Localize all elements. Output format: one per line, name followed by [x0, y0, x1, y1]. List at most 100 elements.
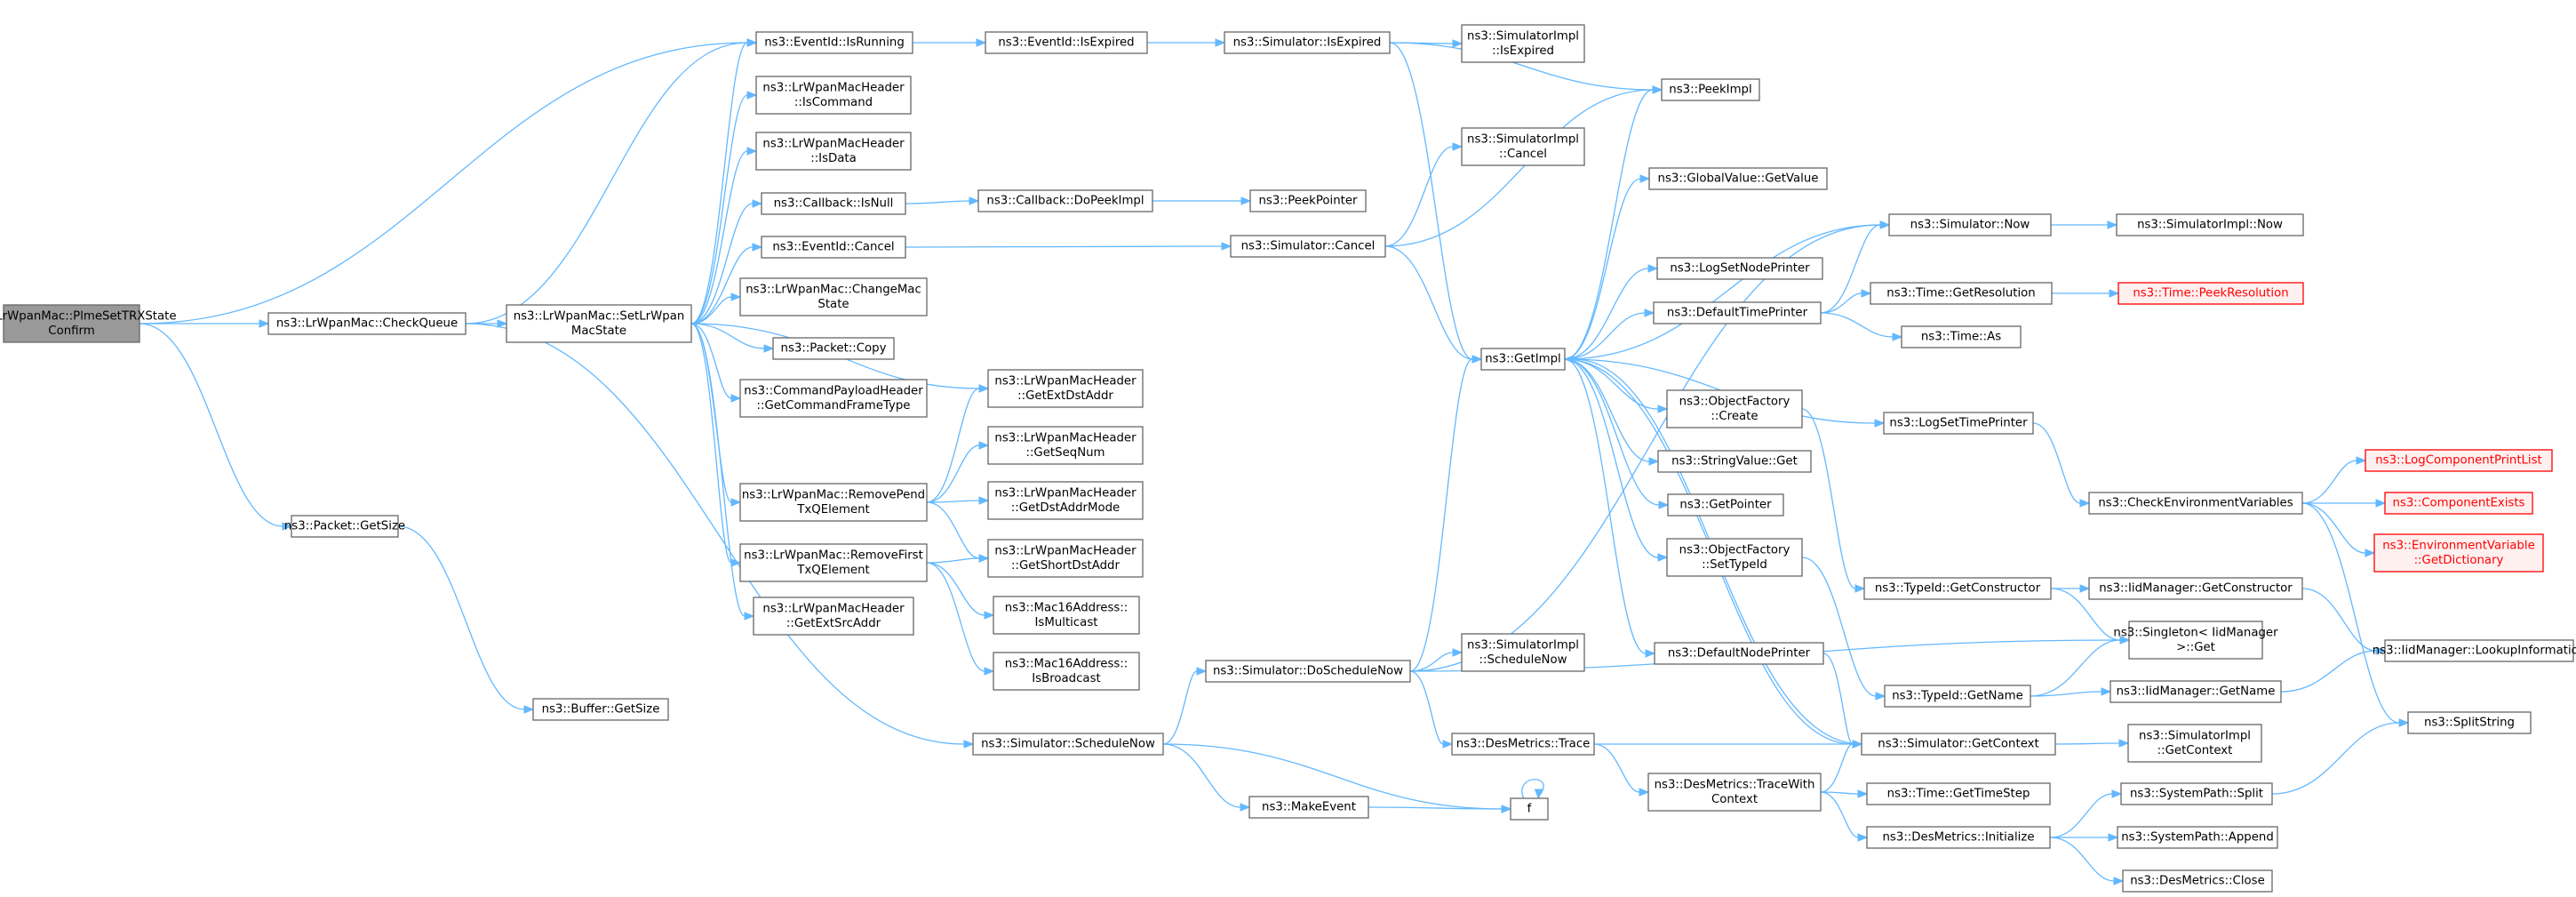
node-box [2384, 639, 2574, 662]
node-label: ns3::PeekPointer [1258, 195, 1358, 208]
node-label: ns3::Time::As [1921, 331, 2001, 344]
node-box [739, 379, 928, 418]
node-label: ::GetExtDstAddr [1017, 389, 1113, 403]
node-ns3-simulator-doschedulenow[interactable]: ns3::Simulator::DoScheduleNow [1205, 660, 1411, 683]
node-ns3-iidmanager-lookupinformation[interactable]: ns3::IidManager::LookupInformation [2373, 639, 2576, 662]
node-ns3-lrwpanmacheader-getdstaddrmode[interactable]: ns3::LrWpanMacHeader::GetDstAddrMode [987, 481, 1144, 520]
node-ns3-peekpointer[interactable]: ns3::PeekPointer [1249, 189, 1367, 212]
node-ns3-eventid-isrunning[interactable]: ns3::EventId::IsRunning [755, 31, 913, 54]
node-ns3-mac16address-ismulticast[interactable]: ns3::Mac16Address::IsMulticast [993, 596, 1140, 635]
node-ns3-lrwpanmacheader-iscommand[interactable]: ns3::LrWpanMacHeader::IsCommand [755, 76, 912, 115]
node-label: ns3::TypeId::GetName [1892, 690, 2023, 703]
node-label: ns3::LrWpanMac::RemoveFirst [744, 549, 923, 562]
node-ns3-lrwpanmacheader-getseqnum[interactable]: ns3::LrWpanMacHeader::GetSeqNum [987, 426, 1144, 465]
edge-getImpl-to-gvGetValue [1564, 174, 1651, 360]
node-ns3-defaulttimeprinter[interactable]: ns3::DefaultTimePrinter [1653, 301, 1822, 324]
node-ns3-typeid-getname[interactable]: ns3::TypeId::GetName [1884, 685, 2031, 708]
node-ns3-lrwpanmacheader-getextdstaddr[interactable]: ns3::LrWpanMacHeader::GetExtDstAddr [987, 369, 1144, 408]
node-ns3-splitstring[interactable]: ns3::SplitString [2407, 711, 2532, 734]
node-ns3-objectfactory-settypeid[interactable]: ns3::ObjectFactory::SetTypeId [1666, 538, 1803, 577]
node-ns3-simulatorimpl-now[interactable]: ns3::SimulatorImpl::Now [2116, 213, 2304, 236]
node-ns3-lrwpanmacheader-isdata[interactable]: ns3::LrWpanMacHeader::IsData [755, 132, 912, 171]
node-label: ns3::SimulatorImpl [1467, 638, 1579, 652]
node-ns3-simulatorimpl-schedulenow[interactable]: ns3::SimulatorImpl::ScheduleNow [1461, 633, 1585, 672]
node-ns3-packet-copy[interactable]: ns3::Packet::Copy [772, 337, 895, 360]
node-ns3-environmentvariable-getdictionary[interactable]: ns3::EnvironmentVariable::GetDictionary [2373, 533, 2544, 573]
node-ns3-time-gettimestep[interactable]: ns3::Time::GetTimeStep [1866, 782, 2051, 805]
node-ns3-simulator-getcontext[interactable]: ns3::Simulator::GetContext [1861, 733, 2056, 756]
node-ns3-componentexists[interactable]: ns3::ComponentExists [2384, 492, 2533, 515]
node-label: ns3::LrWpanMacHeader [994, 486, 1136, 500]
node-ns3-defaultnodeprinter[interactable]: ns3::DefaultNodePrinter [1654, 642, 1824, 665]
node-ns3-packet-getsize[interactable]: ns3::Packet::GetSize [284, 515, 405, 538]
node-box [2373, 533, 2544, 573]
node-label: ns3::Time::PeekResolution [2133, 287, 2288, 300]
node-ns3-eventid-isexpired[interactable]: ns3::EventId::IsExpired [985, 31, 1148, 54]
node-ns3-iidmanager-getname[interactable]: ns3::IidManager::GetName [2109, 680, 2282, 703]
node-label: ns3::DefaultTimePrinter [1667, 307, 1808, 320]
node-ns3-simulatorimpl-cancel[interactable]: ns3::SimulatorImpl::Cancel [1461, 127, 1585, 166]
node-ns3-stringvalue-get[interactable]: ns3::StringValue::Get [1657, 450, 1812, 473]
node-ns3-getimpl[interactable]: ns3::GetImpl [1480, 348, 1566, 371]
node-ns3-simulator-schedulenow[interactable]: ns3::Simulator::ScheduleNow [972, 733, 1164, 756]
node-box [1461, 633, 1585, 672]
edge-defTimePrinter-to-simNow [1820, 220, 1891, 314]
node-box [1647, 773, 1822, 812]
edge-simCancel-to-getImpl [1384, 245, 1483, 364]
node-ns3-commandpayloadheader-getcommandframetype[interactable]: ns3::CommandPayloadHeader::GetCommandFra… [739, 379, 928, 418]
node-ns3-typeid-getconstructor[interactable]: ns3::TypeId::GetConstructor [1863, 577, 2052, 600]
node-f[interactable]: f [1510, 797, 1549, 821]
node-label: ns3::LrWpanMac::SetLrWpan [514, 309, 685, 323]
node-ns3-desmetrics-close[interactable]: ns3::DesMetrics::Close [2122, 869, 2273, 893]
node-ns3-logsettimeprinter[interactable]: ns3::LogSetTimePrinter [1883, 412, 2034, 435]
node-box [1883, 412, 2034, 435]
node-ns3-logsetnodeprinter[interactable]: ns3::LogSetNodePrinter [1656, 257, 1823, 280]
node-ns3-singleton-iidmanager-get[interactable]: ns3::Singleton< IidManager>::Get [2113, 621, 2278, 660]
node-ns3-eventid-cancel[interactable]: ns3::EventId::Cancel [761, 236, 906, 259]
node-ns3-simulator-cancel[interactable]: ns3::Simulator::Cancel [1230, 235, 1386, 258]
node-label: ::GetContext [2157, 744, 2233, 757]
node-ns3-time-peekresolution[interactable]: ns3::Time::PeekResolution [2117, 282, 2304, 305]
node-label: ns3::Mac16Address:: [1005, 601, 1128, 614]
node-ns3-desmetrics-initialize[interactable]: ns3::DesMetrics::Initialize [1866, 826, 2051, 849]
node-ns3-lrwpanmacheader-getextsrcaddr[interactable]: ns3::LrWpanMacHeader::GetExtSrcAddr [753, 597, 914, 636]
node-ns3-time-getresolution[interactable]: ns3::Time::GetResolution [1870, 282, 2053, 305]
node-ns3-makeevent[interactable]: ns3::MakeEvent [1248, 796, 1369, 819]
node-label: ns3::DesMetrics::TraceWith [1655, 778, 1815, 791]
node-ns3-systempath-split[interactable]: ns3::SystemPath::Split [2120, 782, 2273, 805]
node-ns3-mac16address-isbroadcast[interactable]: ns3::Mac16Address::IsBroadcast [993, 652, 1140, 691]
node-box [755, 31, 913, 54]
edge-defNodePrinter-to-simGetContext [1822, 653, 1863, 749]
node-ns3-peekimpl[interactable]: ns3::PeekImpl [1661, 78, 1760, 101]
node-ns3-getpointer[interactable]: ns3::GetPointer [1667, 493, 1784, 517]
node-ns3-systempath-append[interactable]: ns3::SystemPath::Append [2117, 826, 2278, 849]
node-ns3-lrwpanmacheader-getshortdstaddr[interactable]: ns3::LrWpanMacHeader::GetShortDstAddr [987, 539, 1144, 578]
node-ns3-time-as[interactable]: ns3::Time::As [1901, 325, 2022, 348]
node-ns3-simulator-isexpired[interactable]: ns3::Simulator::IsExpired [1224, 31, 1391, 54]
node-layer: ns3::LrWpanMac::PlmeSetTRXStateConfirmns… [0, 24, 2576, 893]
node-ns3-globalvalue-getvalue[interactable]: ns3::GlobalValue::GetValue [1648, 167, 1828, 190]
node-ns3-callback-isnull[interactable]: ns3::Callback::IsNull [761, 192, 906, 215]
node-box [1510, 797, 1549, 821]
node-label: f [1527, 803, 1532, 816]
node-ns3-simulatorimpl-isexpired[interactable]: ns3::SimulatorImpl::IsExpired [1461, 24, 1585, 63]
node-ns3-logcomponentprintlist[interactable]: ns3::LogComponentPrintList [2365, 449, 2553, 472]
node-ns3-objectfactory-create[interactable]: ns3::ObjectFactory::Create [1666, 389, 1803, 428]
node-ns3-simulator-now[interactable]: ns3::Simulator::Now [1888, 213, 2052, 236]
node-ns3-simulatorimpl-getcontext[interactable]: ns3::SimulatorImpl::GetContext [2127, 724, 2262, 763]
node-ns3-lrwpanmac-checkqueue[interactable]: ns3::LrWpanMac::CheckQueue [267, 312, 467, 335]
node-ns3-checkenvironmentvariables[interactable]: ns3::CheckEnvironmentVariables [2088, 492, 2303, 515]
node-ns3-desmetrics-trace[interactable]: ns3::DesMetrics::Trace [1451, 733, 1595, 756]
node-label: ns3::EventId::IsRunning [764, 36, 905, 50]
node-ns3-iidmanager-getconstructor[interactable]: ns3::IidManager::GetConstructor [2088, 577, 2303, 600]
node-ns3-buffer-getsize[interactable]: ns3::Buffer::GetSize [532, 698, 669, 721]
edge-getImpl-to-getPointer [1564, 358, 1670, 509]
node-ns3-callback-dopeekimpl[interactable]: ns3::Callback::DoPeekImpl [977, 189, 1153, 212]
edge-root-to-evIsRunning [139, 38, 758, 324]
